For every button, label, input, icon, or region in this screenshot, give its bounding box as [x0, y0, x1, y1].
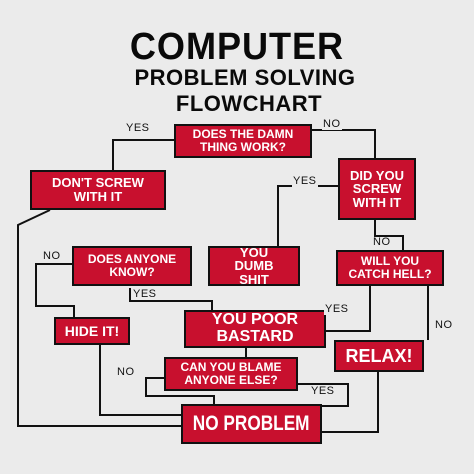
title-line-2: PROBLEM SOLVING	[134, 65, 356, 90]
node-anyone-know-label: DOES ANYONE KNOW?	[87, 252, 177, 279]
edge-label-blame-yes: YES	[310, 385, 336, 397]
edge-label-know-yes: YES	[132, 288, 158, 300]
node-no-problem: NO PROBLEM	[181, 404, 322, 444]
edge-hell-yes	[326, 286, 371, 332]
edge-label-screw-no: NO	[372, 236, 392, 248]
node-poor-bastard-label: YOU POOR BASTARD	[211, 311, 299, 345]
edge-label-know-no: NO	[42, 250, 62, 262]
edge-relax-noproblem	[322, 372, 379, 433]
node-catch-hell-label: WILL YOU CATCH HELL?	[348, 254, 432, 281]
edge-label-hell-yes: YES	[324, 303, 350, 315]
edge-work-no	[312, 129, 376, 158]
edge-label-work-yes: YES	[125, 122, 151, 134]
node-dont-screw-label: DON'T SCREW WITH IT	[52, 175, 144, 204]
title-line-1: COMPUTER	[129, 26, 345, 68]
edge-know-no	[35, 263, 75, 317]
node-blame: CAN YOU BLAME ANYONE ELSE?	[164, 357, 298, 391]
node-hide-it-label: HIDE IT!	[64, 322, 120, 339]
node-dont-screw: DON'T SCREW WITH IT	[30, 170, 166, 210]
edge-hideit-noproblem	[99, 345, 181, 416]
edge-dontscrew-noproblem	[17, 209, 181, 427]
node-blame-label: CAN YOU BLAME ANYONE ELSE?	[180, 360, 282, 387]
node-catch-hell: WILL YOU CATCH HELL?	[336, 250, 444, 286]
edge-blame-no	[145, 377, 215, 404]
node-does-it-work-label: DOES THE DAMN THING WORK?	[192, 127, 294, 154]
node-hide-it: HIDE IT!	[54, 317, 130, 345]
node-anyone-know: DOES ANYONE KNOW?	[72, 246, 192, 286]
edge-work-yes	[112, 139, 174, 170]
title-line-3: FLOWCHART	[175, 91, 323, 116]
node-did-you-screw: DID YOU SCREW WITH IT	[338, 158, 416, 220]
node-relax: RELAX!	[334, 340, 424, 372]
node-relax-label: RELAX!	[345, 345, 413, 366]
node-did-you-screw-label: DID YOU SCREW WITH IT	[350, 167, 404, 210]
node-poor-bastard: YOU POOR BASTARD	[184, 310, 326, 348]
edge-label-work-no: NO	[322, 118, 342, 130]
edge-know-yes	[129, 288, 213, 310]
edge-label-hell-no: NO	[434, 319, 454, 331]
edge-screw-yes	[277, 185, 338, 246]
node-you-dumb-label: YOU DUMB SHIT	[234, 244, 274, 287]
edge-label-screw-yes: YES	[292, 175, 318, 187]
node-you-dumb: YOU DUMB SHIT	[208, 244, 300, 287]
node-no-problem-label: NO PROBLEM	[193, 411, 310, 435]
node-does-it-work: DOES THE DAMN THING WORK?	[174, 124, 312, 158]
edge-label-blame-no: NO	[116, 366, 136, 378]
edge-blame-yes	[297, 383, 349, 407]
edge-screw-no	[374, 220, 404, 250]
